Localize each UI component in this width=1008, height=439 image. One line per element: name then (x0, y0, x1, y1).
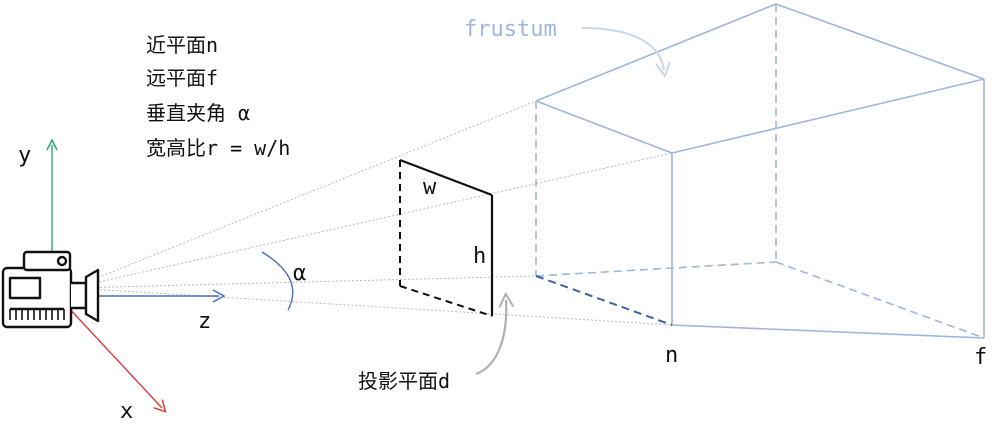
frustum-hidden-edge (535, 275, 673, 326)
ray-bottom-left (71, 275, 537, 289)
frustum-hidden-edge (535, 261, 777, 277)
x-axis-label: x (120, 399, 133, 424)
plane-bottom-edge (399, 285, 493, 317)
ray-top-left (71, 100, 537, 289)
ray-top-right (71, 152, 673, 289)
frustum-edge (671, 78, 985, 154)
video-camera-icon (1, 250, 100, 329)
alpha-arc (261, 251, 294, 311)
frustum-label: frustum (464, 17, 557, 42)
legend-far-plane: 远平面f (146, 66, 218, 90)
legend: 近平面n 远平面f 垂直夹角 α 宽高比r = w/h (146, 33, 290, 160)
frustum-hidden-edge (775, 261, 985, 339)
view-rays (71, 100, 673, 326)
frustum-edge (671, 324, 985, 339)
legend-near-plane: 近平面n (146, 33, 218, 57)
frustum-edge (775, 3, 985, 80)
far-label: f (974, 345, 987, 370)
y-axis-label: y (18, 143, 31, 168)
projection-plane (399, 158, 494, 317)
plane-top-edge (399, 158, 493, 197)
z-axis-label: z (198, 309, 211, 334)
frustum-edge (535, 100, 673, 154)
alpha-label: α (293, 261, 306, 286)
legend-aspect-ratio: 宽高比r = w/h (146, 136, 290, 160)
projection-plane-label: 投影平面d (358, 369, 450, 393)
ray-bottom-right (71, 287, 673, 326)
frustum-pointer-arrow (581, 27, 664, 70)
near-label: n (665, 343, 678, 368)
plane-width-label: w (423, 175, 437, 200)
plane-pointer-arrow (475, 300, 506, 376)
plane-height-label: h (473, 244, 486, 269)
legend-vertical-angle: 垂直夹角 α (146, 101, 250, 125)
frustum (535, 3, 985, 339)
